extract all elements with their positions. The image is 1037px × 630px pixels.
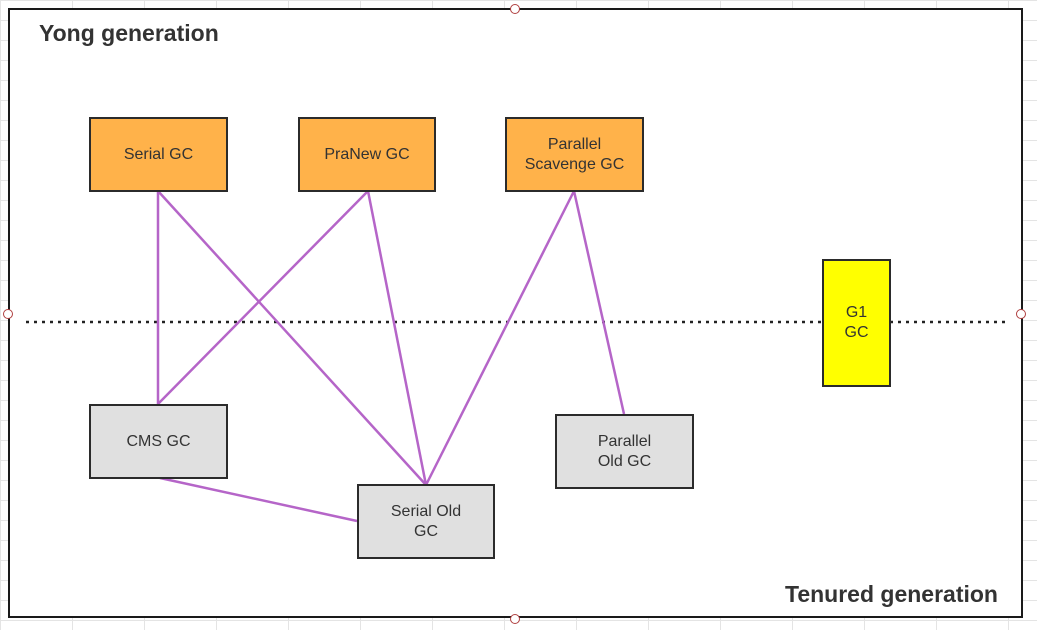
- link-scavenge-to-parallel-old: [572, 190, 626, 415]
- link-pranew-to-cms: [157, 190, 369, 405]
- link-scavenge-to-serial-old: [424, 190, 576, 486]
- node-parallel-scavenge-gc[interactable]: Parallel Scavenge GC: [505, 117, 644, 192]
- link-serial-to-serial-old: [157, 190, 427, 486]
- resize-handle-right[interactable]: [1016, 309, 1026, 319]
- resize-handle-bottom[interactable]: [510, 614, 520, 624]
- tenured-generation-title: Tenured generation: [785, 581, 998, 607]
- node-serial-old-gc[interactable]: Serial Old GC: [357, 484, 495, 559]
- link-pranew-to-serial-old: [366, 190, 428, 486]
- young-generation-title: Yong generation: [39, 20, 219, 46]
- resize-handle-left[interactable]: [3, 309, 13, 319]
- node-pranew-gc[interactable]: PraNew GC: [298, 117, 436, 192]
- resize-handle-top[interactable]: [510, 4, 520, 14]
- node-parallel-old-gc[interactable]: Parallel Old GC: [555, 414, 694, 489]
- link-cms-to-serial-old: [159, 476, 358, 523]
- node-cms-gc[interactable]: CMS GC: [89, 404, 228, 479]
- node-serial-gc[interactable]: Serial GC: [89, 117, 228, 192]
- node-g1-gc[interactable]: G1 GC: [822, 259, 891, 387]
